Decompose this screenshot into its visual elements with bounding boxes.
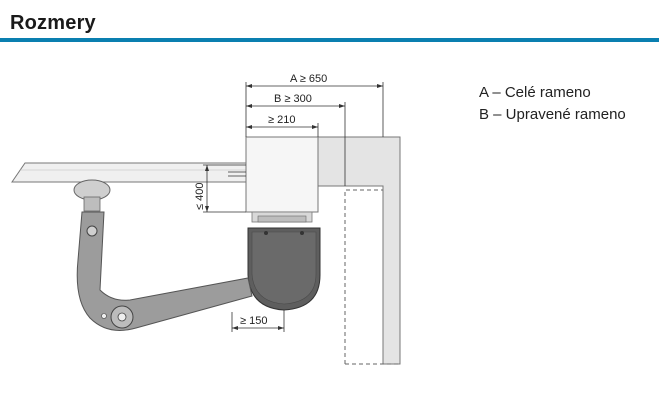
- dimension-400-label: ≤ 400: [194, 183, 206, 210]
- dimension-210-label: ≥ 210: [268, 114, 295, 126]
- dimension-b-label: B ≥ 300: [274, 93, 312, 105]
- legend: A – Celé rameno B – Upravené rameno: [479, 82, 626, 126]
- legend-item-a: A – Celé rameno: [479, 84, 591, 101]
- dimension-lines: [203, 82, 384, 332]
- dimension-150-label: ≥ 150: [240, 315, 267, 327]
- motor-housing: [245, 136, 321, 311]
- gate-beam: [11, 162, 247, 183]
- gate-arm: [73, 179, 253, 331]
- title-underline: [0, 38, 659, 42]
- wall-pillar: [317, 136, 401, 365]
- legend-item-b: B – Upravené rameno: [479, 106, 626, 123]
- page-title: Rozmery: [10, 12, 96, 34]
- dimension-arrows: [205, 84, 383, 330]
- dimension-a-label: A ≥ 650: [290, 73, 327, 85]
